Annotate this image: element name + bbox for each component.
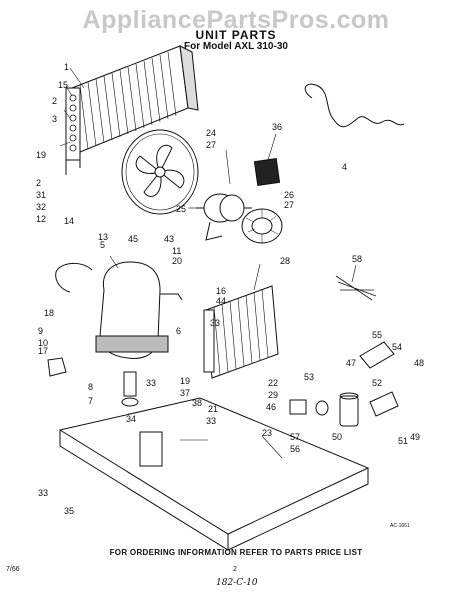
callout-number: 37: [180, 388, 190, 398]
callout-number: 55: [372, 330, 382, 340]
bracket-clamp: [315, 400, 329, 416]
compressor: [55, 261, 183, 359]
thermostat: [359, 341, 395, 369]
callout-number: 56: [290, 444, 300, 454]
callout-number: 4: [342, 162, 347, 172]
callout-number: 2: [52, 96, 57, 106]
mounting-post: [123, 371, 137, 397]
left-code: 7/66: [6, 566, 20, 573]
callout-number: 9: [38, 326, 43, 336]
callout-number: 24: [206, 128, 216, 138]
callout-number: 22: [268, 378, 278, 388]
callout-number: 36: [272, 122, 282, 132]
callout-number: 33: [206, 416, 216, 426]
callout-number: 47: [346, 358, 356, 368]
callout-number: 19: [180, 376, 190, 386]
callout-number: 20: [172, 256, 182, 266]
callout-number: 43: [164, 234, 174, 244]
callout-number: 54: [392, 342, 402, 352]
diagram-title: UNIT PARTS: [195, 28, 277, 42]
callout-number: 50: [332, 432, 342, 442]
callout-number: 14: [64, 216, 74, 226]
stamp-code: AC-1661: [390, 523, 410, 529]
callout-number: 1: [64, 62, 69, 72]
callout-number: 53: [304, 372, 314, 382]
callout-number: 16: [216, 286, 226, 296]
callout-number: 29: [268, 390, 278, 400]
capillary-tube: [304, 83, 405, 128]
callout-number: 33: [210, 318, 220, 328]
callout-number: 10: [38, 338, 48, 348]
callout-number: 27: [284, 200, 294, 210]
condenser-coil: [65, 45, 199, 175]
callout-number: 49: [410, 432, 420, 442]
switch: [369, 391, 399, 417]
page-number: 2: [233, 566, 237, 573]
callout-number: 52: [372, 378, 382, 388]
leader-lines: [59, 67, 357, 459]
handwritten-code: 182-C-10: [216, 578, 258, 588]
callout-number: 58: [352, 254, 362, 264]
callout-number: 12: [36, 214, 46, 224]
callout-number: 48: [414, 358, 424, 368]
base-pan: [58, 397, 370, 551]
callout-number: 27: [206, 140, 216, 150]
callout-number: 21: [208, 404, 218, 414]
callout-number: 13: [98, 232, 108, 242]
condenser-fan-blade: [121, 129, 199, 215]
callout-number: 44: [216, 296, 226, 306]
callout-number: 5: [100, 240, 105, 250]
callout-number: 38: [192, 398, 202, 408]
callout-number: 33: [38, 488, 48, 498]
callout-number: 2: [36, 178, 41, 188]
callout-number: 23: [262, 428, 272, 438]
capacitor: [339, 392, 359, 427]
callout-number: 18: [44, 308, 54, 318]
callout-number: 34: [126, 414, 136, 424]
overload-relay: [289, 399, 307, 415]
lead-wires: [335, 275, 377, 301]
callout-number: 32: [36, 202, 46, 212]
evaporator-coil: [203, 285, 279, 379]
callout-number: 11: [172, 246, 181, 256]
terminal-cover: [47, 357, 67, 377]
callout-number: 35: [64, 506, 74, 516]
callout-number: 7: [88, 396, 93, 406]
callout-number: 25: [176, 204, 186, 214]
callout-number: 51: [398, 436, 408, 446]
filter-grille: [253, 158, 281, 186]
model-subtitle: For Model AXL 310-30: [184, 41, 288, 52]
callout-number: 46: [266, 402, 276, 412]
grommet: [121, 397, 139, 407]
callout-number: 3: [52, 114, 57, 124]
blower-wheel: [241, 208, 283, 244]
fan-motor: [196, 193, 252, 241]
ordering-note: FOR ORDERING INFORMATION REFER TO PARTS …: [109, 548, 363, 557]
callout-number: 31: [36, 190, 46, 200]
callout-number: 45: [128, 234, 138, 244]
callout-number: 26: [284, 190, 294, 200]
callout-number: 19: [36, 150, 46, 160]
callout-number: 28: [280, 256, 290, 266]
callout-number: 8: [88, 382, 93, 392]
callout-number: 17: [38, 346, 48, 356]
callout-number: 57: [290, 432, 300, 442]
callout-number: 33: [146, 378, 156, 388]
watermark: AppliancePartsPros.com: [82, 6, 390, 34]
callout-number: 15: [58, 80, 68, 90]
callout-number: 6: [176, 326, 181, 336]
